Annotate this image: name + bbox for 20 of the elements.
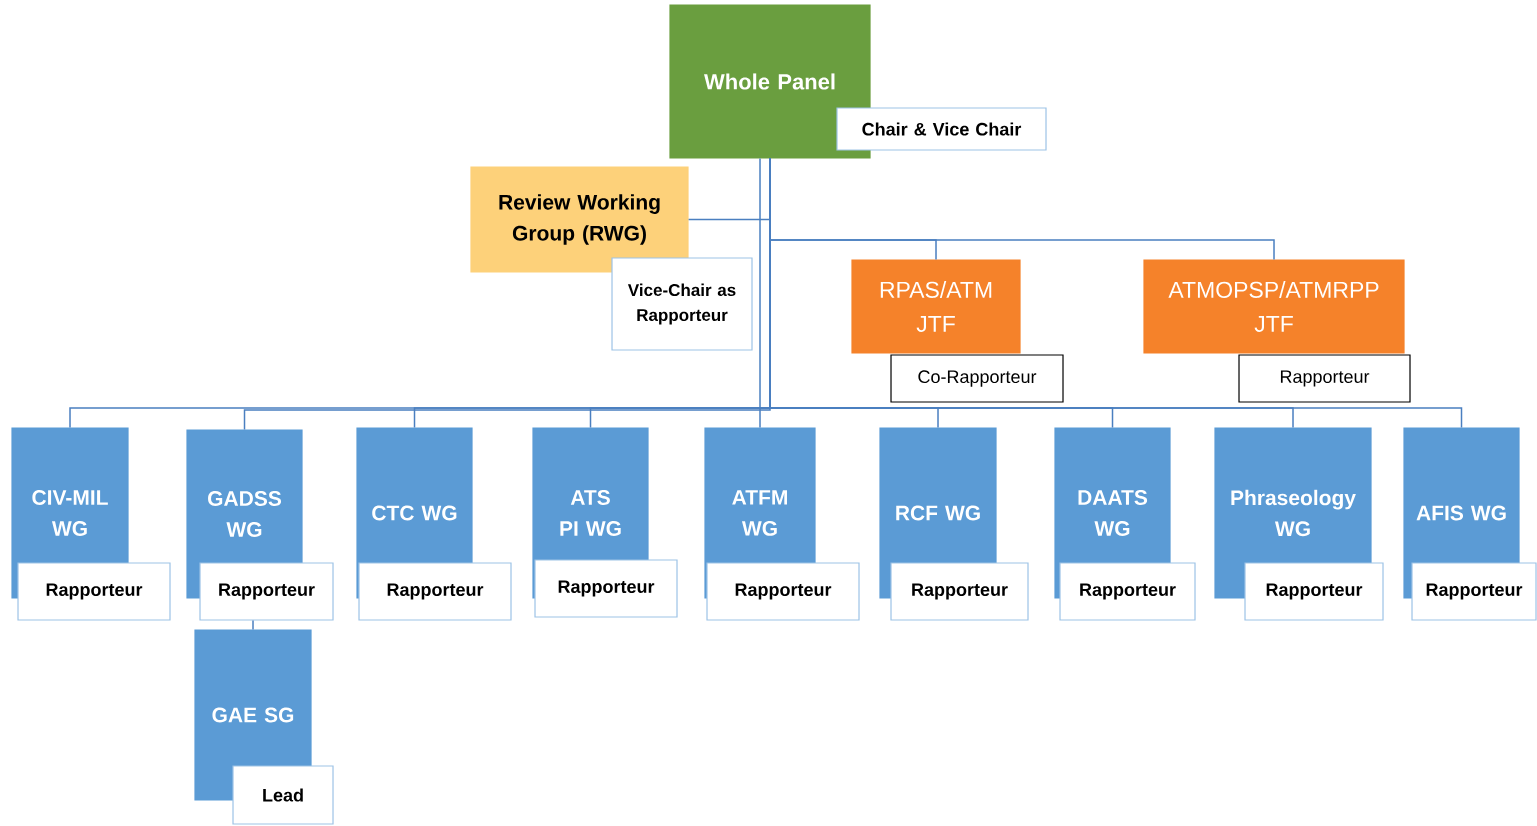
role-box: Rapporteur: [1244, 562, 1384, 621]
connector-line: [759, 157, 761, 429]
role-box: Rapporteur: [1238, 354, 1411, 403]
role-box: Lead: [232, 765, 334, 825]
role-box: Co-Rapporteur: [890, 354, 1064, 403]
role-box: Rapporteur: [17, 562, 171, 621]
role-box: Chair & Vice Chair: [836, 107, 1047, 151]
role-box: Rapporteur: [706, 562, 860, 621]
task-force-box: ATMOPSP/ATMRPP JTF: [1143, 259, 1405, 354]
role-box: Rapporteur: [199, 562, 334, 621]
connector-line: [252, 619, 254, 631]
role-box: Rapporteur: [358, 562, 512, 621]
role-box: Rapporteur: [890, 562, 1029, 621]
role-box: Rapporteur: [1059, 562, 1196, 621]
group-box: Review Working Group (RWG): [470, 166, 689, 273]
role-box: Vice-Chair as Rapporteur: [611, 257, 753, 351]
role-box: Rapporteur: [1411, 562, 1537, 621]
task-force-box: RPAS/ATM JTF: [851, 259, 1021, 354]
connector-line: [769, 157, 1463, 429]
role-box: Rapporteur: [534, 559, 678, 618]
